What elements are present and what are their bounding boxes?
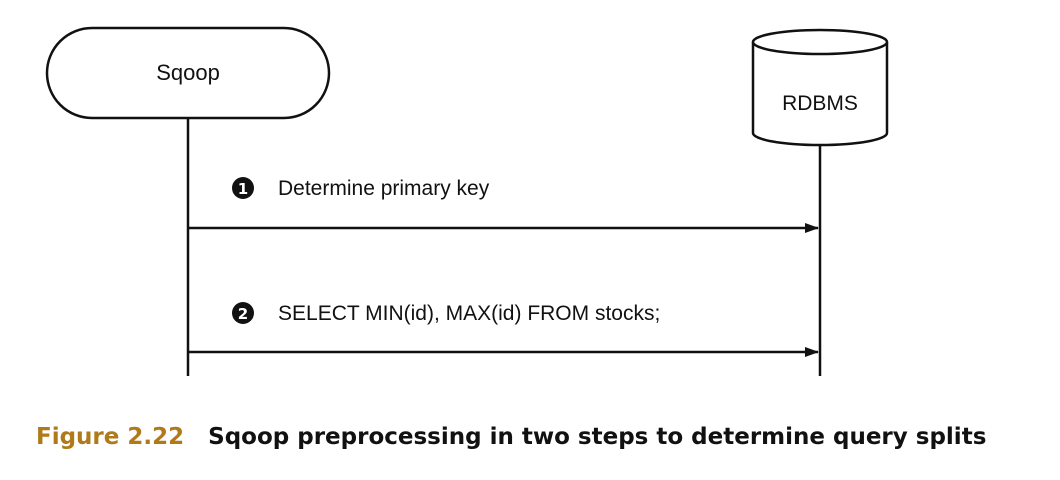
step-1-number: 1 — [238, 180, 248, 198]
step-1-label: Determine primary key — [278, 177, 490, 200]
participant-rdbms: RDBMS — [751, 28, 889, 147]
rdbms-cylinder-top — [751, 28, 889, 56]
figure-label: Figure 2.22 — [36, 424, 185, 450]
participant-sqoop: Sqoop — [45, 26, 331, 120]
message-2: 2 SELECT MIN(id), MAX(id) FROM stocks; — [188, 302, 819, 357]
figure-caption-text: Sqoop preprocessing in two steps to dete… — [208, 424, 987, 450]
step-2-number: 2 — [238, 305, 248, 323]
step-2-marker — [232, 302, 254, 324]
step-2-label: SELECT MIN(id), MAX(id) FROM stocks; — [278, 302, 660, 325]
message-1: 1 Determine primary key — [188, 177, 819, 233]
rdbms-cylinder-body — [751, 42, 889, 147]
step-1-marker — [232, 177, 254, 199]
rdbms-label: RDBMS — [782, 92, 858, 115]
figure-caption: Figure 2.22 Sqoop preprocessing in two st… — [36, 424, 986, 450]
sqoop-label: Sqoop — [156, 60, 220, 85]
